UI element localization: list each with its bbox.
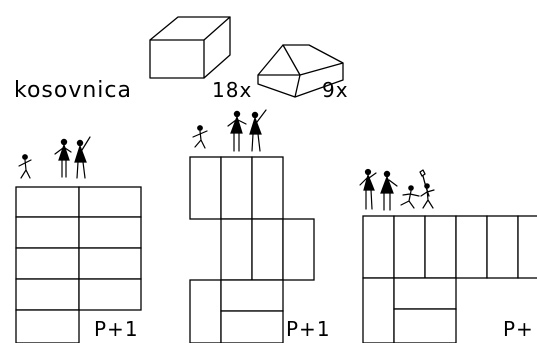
configuration-label: P+ [503, 317, 534, 341]
configuration-2: P+1 [189, 109, 331, 343]
cube-block-icon [149, 16, 231, 79]
stacked-blocks [15, 186, 142, 343]
legend: kosovnica 18x 9x [14, 16, 349, 103]
wedge-block-icon [257, 44, 344, 98]
cube-count: 18x [212, 78, 252, 102]
configuration-label: P+1 [286, 317, 331, 341]
stacked-blocks [362, 215, 537, 343]
wedge-count: 9x [322, 78, 349, 102]
people-silhouette-icon [359, 168, 435, 211]
people-silhouette-icon [18, 136, 91, 179]
configuration-label: P+1 [94, 317, 139, 341]
configuration-1: P+1 [15, 136, 142, 343]
stacked-blocks [189, 156, 315, 343]
people-silhouette-icon [192, 109, 267, 152]
legend-title: kosovnica [14, 78, 132, 103]
configuration-3: P+ [359, 168, 537, 343]
